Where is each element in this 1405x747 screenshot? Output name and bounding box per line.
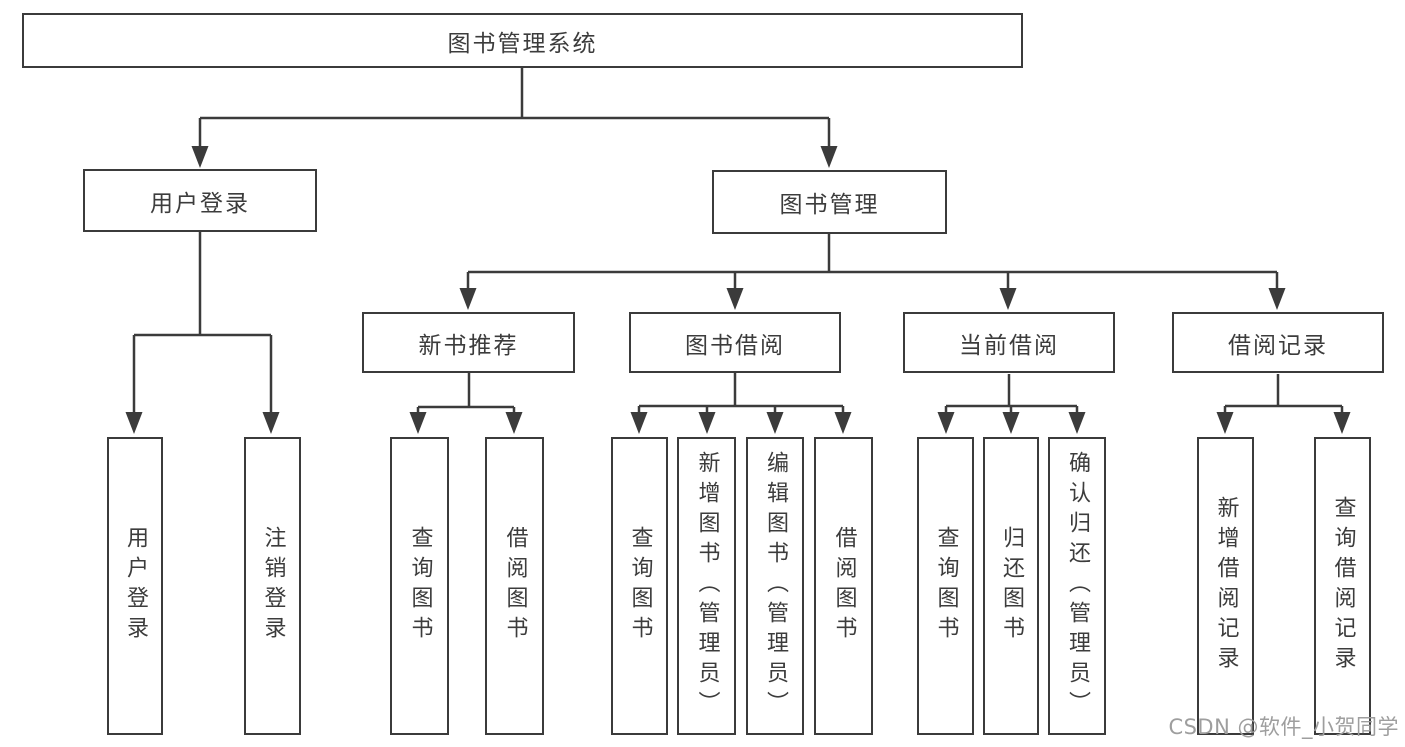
leaf-user-login-label: 用户登录 [123,526,148,646]
leaf-recommend-borrow-books-label: 借阅图书 [502,526,528,646]
leaf-add-borrow-record: 新增借阅记录 [1197,437,1254,735]
leaf-query-borrow-record: 查询借阅记录 [1314,437,1371,735]
leaf-edit-book-admin-label: 编辑图书（管理员） [763,451,788,721]
leaf-user-login: 用户登录 [107,437,163,735]
leaf-confirm-return-admin-label: 确认归还（管理员） [1065,451,1090,721]
csdn-watermark: CSDN @软件_小贺同学 [1168,715,1399,739]
leaf-return-books: 归还图书 [983,437,1039,735]
node-current-borrowing-label: 当前借阅 [959,332,1059,359]
leaf-logout-label: 注销登录 [260,526,286,646]
node-user-login-label: 用户登录 [150,190,250,217]
leaf-borrow-books-label: 借阅图书 [831,526,857,646]
leaf-recommend-query-books: 查询图书 [390,437,449,735]
node-library-system-label: 图书管理系统 [447,30,598,57]
leaf-recommend-borrow-books: 借阅图书 [485,437,544,735]
leaf-borrow-query-books: 查询图书 [611,437,668,735]
node-book-management: 图书管理 [712,170,947,234]
leaf-logout: 注销登录 [244,437,301,735]
leaf-query-borrow-record-label: 查询借阅记录 [1330,496,1356,676]
leaf-add-book-admin: 新增图书（管理员） [677,437,736,735]
leaf-current-query-books: 查询图书 [917,437,974,735]
node-borrowing-records-label: 借阅记录 [1228,332,1328,359]
node-user-login: 用户登录 [83,169,317,232]
leaf-current-query-books-label: 查询图书 [933,526,959,646]
leaf-add-borrow-record-label: 新增借阅记录 [1213,496,1239,676]
leaf-borrow-books: 借阅图书 [814,437,873,735]
node-book-borrowing: 图书借阅 [629,312,841,373]
leaf-return-books-label: 归还图书 [999,526,1024,646]
leaf-add-book-admin-label: 新增图书（管理员） [694,451,720,721]
node-current-borrowing: 当前借阅 [903,312,1115,373]
leaf-borrow-query-books-label: 查询图书 [627,526,653,646]
leaf-edit-book-admin: 编辑图书（管理员） [746,437,804,735]
node-book-borrowing-label: 图书借阅 [685,332,785,359]
leaf-confirm-return-admin: 确认归还（管理员） [1048,437,1106,735]
node-book-management-label: 图书管理 [779,192,880,218]
node-library-system: 图书管理系统 [22,13,1023,68]
leaf-recommend-query-books-label: 查询图书 [407,526,433,646]
node-borrowing-records: 借阅记录 [1172,312,1384,373]
node-new-book-recommend: 新书推荐 [362,312,575,373]
node-new-book-recommend-label: 新书推荐 [418,332,519,359]
